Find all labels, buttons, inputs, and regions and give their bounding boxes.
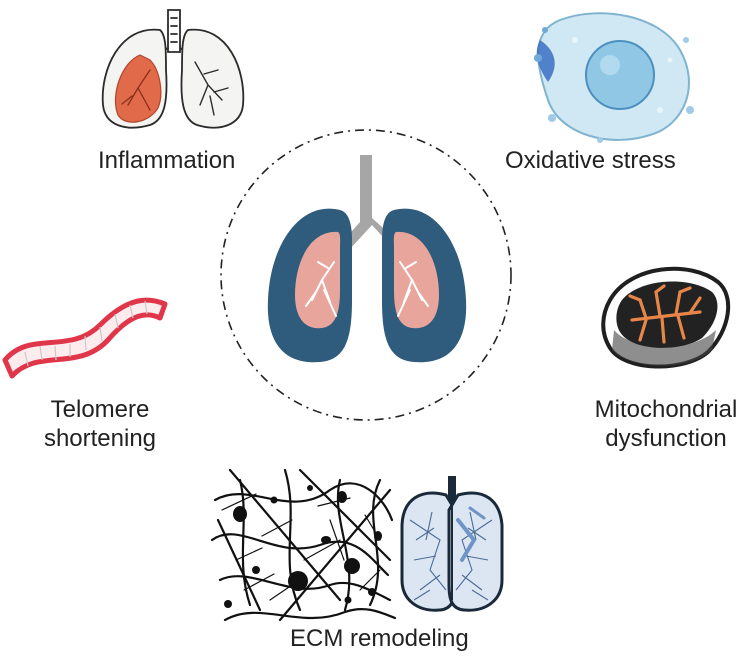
inflamed-lung-icon: [101, 9, 245, 129]
label-telomere-line2: shortening: [43, 425, 157, 452]
fibrotic-lung-icon: [400, 476, 504, 612]
center-dashed-circle: [220, 129, 512, 421]
label-ecm-remodeling: ECM remodeling: [290, 625, 469, 652]
label-inflammation: Inflammation: [98, 147, 236, 174]
dna-strand-icon: [2, 297, 168, 379]
label-oxidative-stress: Oxidative stress: [505, 147, 676, 174]
lungs-icon: [267, 155, 467, 363]
trachea: [330, 155, 372, 262]
label-telomere-line1: Telomere: [50, 396, 150, 423]
fiber-network-icon: [210, 468, 397, 622]
mitochondrion-icon: [601, 266, 731, 369]
cell-icon: [534, 12, 694, 143]
label-mitochondrial-line2: dysfunction: [605, 425, 727, 452]
cell-nucleus: [585, 40, 655, 110]
label-mitochondrial-line1: Mitochondrial: [594, 396, 738, 423]
